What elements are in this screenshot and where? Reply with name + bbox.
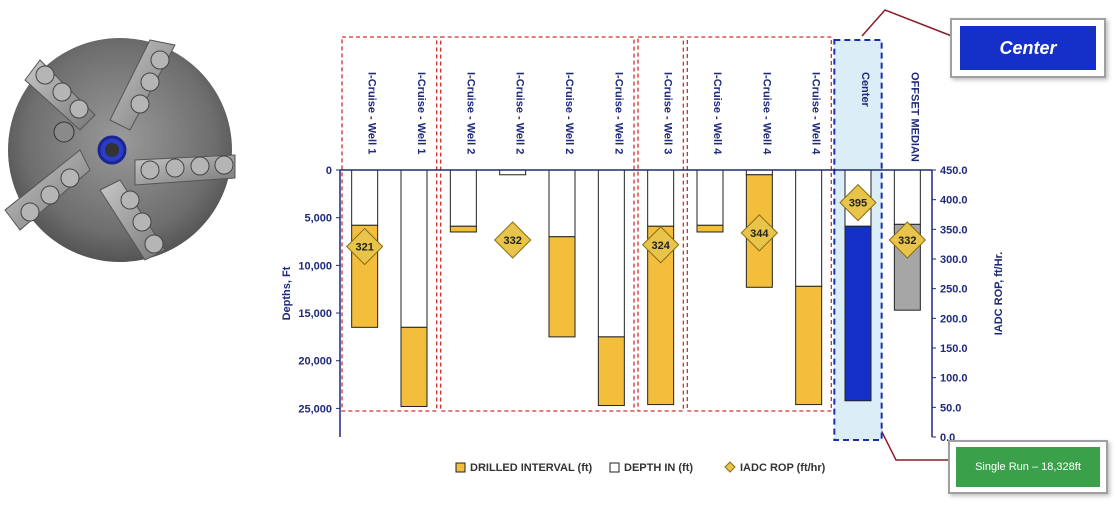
drilled-interval-bar — [449, 225, 477, 233]
right-tick-label: 50.0 — [940, 402, 961, 414]
center-callout-label: Center — [960, 26, 1096, 70]
right-tick-label: 250.0 — [940, 284, 968, 296]
right-tick-label: 400.0 — [940, 195, 968, 207]
category-label: I-Cruise - Well 2 — [563, 72, 575, 154]
depth-in-bar — [597, 169, 625, 338]
single-run-callout-label: Single Run – 18,328ft — [956, 447, 1100, 487]
single-run-connector — [871, 411, 950, 461]
rop-marker — [839, 183, 877, 222]
drilled-interval-bar — [548, 236, 576, 338]
category-label: I-Cruise - Well 4 — [760, 72, 772, 155]
depth-in-bar — [795, 169, 823, 287]
rop-marker-label: 344 — [750, 228, 769, 240]
legend-label: IADC ROP (ft/hr) — [740, 462, 826, 474]
category-label: I-Cruise - Well 1 — [415, 72, 427, 154]
category-label: I-Cruise - Well 2 — [612, 72, 624, 154]
left-tick-label: 10,000 — [298, 260, 332, 272]
legend: DRILLED INTERVAL (ft) DEPTH IN (ft) IADC R… — [455, 461, 826, 474]
legend-label: DEPTH IN (ft) — [624, 462, 693, 474]
drilled-interval-bar — [696, 224, 724, 233]
category-labels-layer: I-Cruise - Well 1 I-Cruise - Well 1 I-Crui… — [366, 72, 921, 162]
drilled-interval-bar — [844, 225, 872, 402]
right-tick-label: 200.0 — [940, 313, 968, 325]
depth-in-bar — [351, 169, 379, 226]
rop-marker-label: 324 — [651, 240, 670, 252]
category-label: I-Cruise - Well 2 — [464, 72, 476, 154]
well-group-box-2 — [440, 36, 635, 412]
single-run-callout: Single Run – 18,328ft — [948, 440, 1108, 494]
category-label: I-Cruise - Well 2 — [514, 72, 526, 154]
drilled-interval-bar — [795, 285, 823, 406]
depth-in-bar — [449, 169, 477, 227]
rop-marker — [641, 226, 680, 264]
well-group-box-1 — [341, 36, 438, 412]
legend-swatch — [724, 461, 736, 473]
category-label: I-Cruise - Well 4 — [711, 72, 723, 155]
category-label: I-Cruise - Well 1 — [366, 72, 378, 154]
right-tick-label: 150.0 — [940, 343, 968, 355]
rop-marker-label: 321 — [355, 242, 373, 254]
right-axis-title: IADC ROP, ft/Hr. — [993, 252, 1005, 336]
category-label: Center — [859, 72, 871, 108]
left-tick-label: 25,000 — [298, 403, 332, 415]
depth-in-bar — [548, 169, 576, 238]
rop-marker-label: 332 — [503, 235, 521, 247]
rop-marker — [888, 221, 927, 259]
left-tick-label: 5,000 — [304, 213, 332, 225]
rop-marker-label: 395 — [849, 198, 867, 210]
depth-in-bar — [400, 169, 428, 328]
left-axis-title: Depths, Ft — [281, 266, 293, 320]
center-connector — [861, 9, 963, 41]
well-group-box-3 — [637, 36, 684, 412]
depth-in-bar — [647, 169, 675, 227]
axes-layer: 05,00010,00015,00020,00025,0000.050.0100… — [281, 165, 1005, 444]
pdc-bit-photo — [4, 38, 236, 262]
depth-in-bar — [696, 169, 724, 226]
rop-marker — [740, 214, 779, 252]
category-label: I-Cruise - Well 3 — [662, 72, 674, 154]
legend-swatch — [455, 462, 466, 473]
right-tick-label: 350.0 — [940, 224, 968, 236]
left-tick-label: 15,000 — [298, 308, 332, 320]
rop-markers-layer: 321 332 324 344 395 332 — [345, 183, 927, 266]
well-group-box-4 — [686, 36, 832, 412]
rop-marker-label: 332 — [898, 235, 916, 247]
left-tick-label: 0 — [326, 165, 332, 177]
depth-in-bar — [893, 169, 921, 225]
legend-label: DRILLED INTERVAL (ft) — [470, 462, 593, 474]
left-tick-label: 20,000 — [298, 356, 332, 368]
drilled-interval-bar — [400, 326, 428, 407]
rop-marker — [345, 227, 384, 266]
category-label: I-Cruise - Well 4 — [810, 72, 822, 155]
center-callout: Center — [950, 18, 1106, 78]
right-tick-label: 450.0 — [940, 165, 968, 177]
category-label: OFFSET MEDIAN — [908, 72, 920, 162]
drilled-interval-bar — [597, 336, 625, 407]
right-tick-label: 100.0 — [940, 373, 968, 385]
rop-marker — [493, 221, 532, 259]
right-tick-label: 300.0 — [940, 254, 968, 266]
legend-swatch — [609, 462, 620, 473]
